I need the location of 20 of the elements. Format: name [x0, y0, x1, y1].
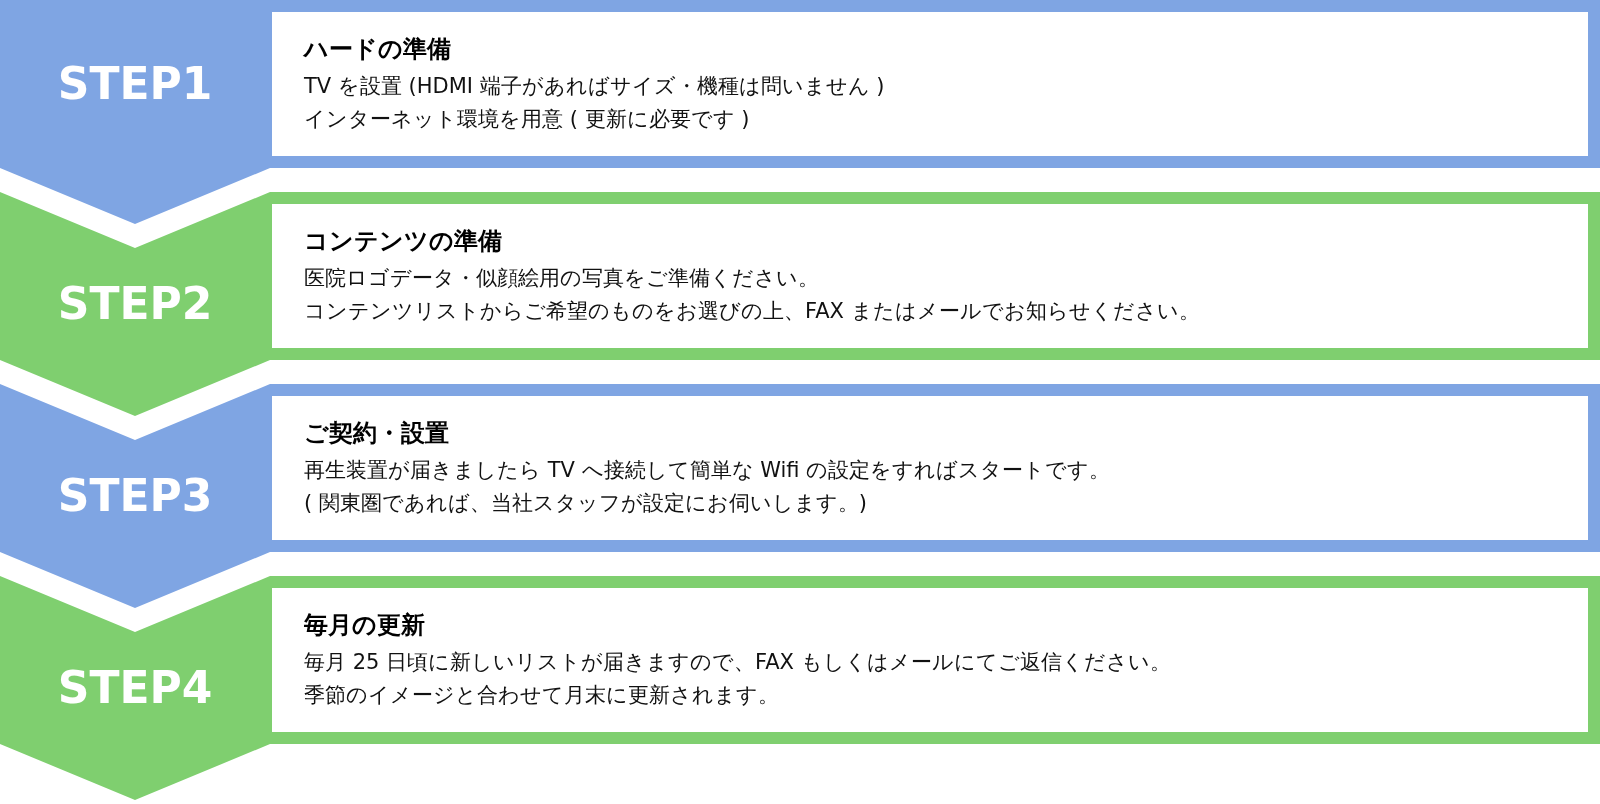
step-heading: ハードの準備 — [304, 34, 452, 65]
step-description: インターネット環境を用意 ( 更新に必要です ) — [304, 106, 751, 133]
step-heading: コンテンツの準備 — [304, 226, 503, 257]
step-description: コンテンツリストからご希望のものをお選びの上、FAX またはメールでお知らせください。 — [304, 298, 1201, 325]
step-description: 医院ロゴデータ・似顔絵用の写真をご準備ください。 — [304, 265, 820, 293]
step-card — [272, 204, 1588, 348]
step-description: 毎月 25 日頃に新しいリストが届きますので、FAX もしくはメールにてご返信ください。 — [304, 649, 1172, 677]
step-label: STEP2 — [57, 282, 213, 326]
step-label: STEP3 — [57, 474, 213, 518]
step-label: STEP4 — [57, 666, 213, 710]
step-heading: ご契約・設置 — [304, 418, 450, 449]
step-description: 再生装置が届きましたら TV へ接続して簡単な Wifi の設定をすればスタートです。 — [304, 457, 1112, 485]
step-description: 季節のイメージと合わせて月末に更新されます。 — [304, 682, 780, 709]
step-description: ( 関東圏であれば、当社スタッフが設定にお伺いします。) — [304, 490, 869, 517]
step-card — [272, 12, 1588, 156]
step-label: STEP1 — [57, 62, 213, 106]
step-card — [272, 396, 1588, 540]
step-card — [272, 588, 1588, 732]
step-description: TV を設置 (HDMI 端子があればサイズ・機種は問いません ) — [304, 73, 886, 101]
step-heading: 毎月の更新 — [304, 610, 426, 641]
